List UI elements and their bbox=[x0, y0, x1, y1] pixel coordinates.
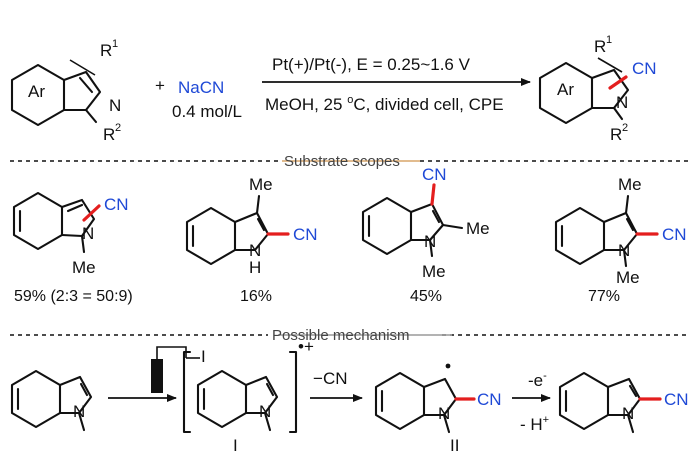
substrate-3-yield: 45% bbox=[410, 288, 442, 305]
final-product-structure: CN N bbox=[558, 371, 689, 434]
intermediate-2-cn: CN bbox=[477, 390, 502, 409]
final-product-cn: CN bbox=[664, 390, 689, 409]
possible-mechanism-title: Possible mechanism bbox=[272, 327, 410, 344]
reactant-r2-label: R bbox=[103, 125, 115, 144]
substrate-2-me: Me bbox=[249, 175, 273, 194]
substrate-2-cn: CN bbox=[293, 225, 318, 244]
substrate-3-me-top: Me bbox=[466, 219, 490, 238]
reagent-nacn: NaCN bbox=[178, 78, 224, 97]
proton-loss-label: - H+ bbox=[520, 414, 549, 434]
reaction-condition-solvent-start: MeOH, 25 oC, divided cell, CPE bbox=[265, 94, 504, 114]
mechanism-start-n: N bbox=[73, 402, 85, 421]
product-n-label: N bbox=[616, 93, 628, 112]
substrate-3-me: Me bbox=[422, 262, 446, 281]
substrate-3-cn: CN bbox=[422, 165, 447, 184]
substrate-1-structure: CN N Me bbox=[12, 191, 129, 277]
substrate-2-h: H bbox=[249, 258, 261, 277]
substrate-1-n: N bbox=[82, 224, 94, 243]
electron-loss-label: -e- bbox=[528, 370, 547, 390]
intermediate-1-n: N bbox=[259, 402, 271, 421]
substrate-2-yield: 16% bbox=[240, 288, 272, 305]
final-product-n: N bbox=[622, 404, 634, 423]
reactant-n-label: N bbox=[109, 96, 121, 115]
product-ar-label: Ar bbox=[557, 80, 574, 99]
reactant-indole: Ar R 1 N R 2 bbox=[10, 38, 121, 144]
cyanide-reagent-label: −CN bbox=[313, 369, 348, 388]
intermediate-1-label: I bbox=[233, 436, 238, 455]
substrate-1-yield: 59% (2:3 = 50:9) bbox=[14, 288, 133, 305]
bracket-left bbox=[182, 350, 192, 434]
reagent-concentration: 0.4 mol/L bbox=[172, 102, 242, 121]
substrate-1-me: Me bbox=[72, 258, 96, 277]
bracket-right bbox=[288, 350, 298, 434]
substrate-4-me-top: Me bbox=[618, 175, 642, 194]
substrate-4-me: Me bbox=[616, 268, 640, 287]
product-cn-label: CN bbox=[632, 59, 657, 78]
substrate-4-n: N bbox=[618, 241, 630, 260]
intermediate-2-structure: CN N II bbox=[374, 363, 502, 455]
reactant-r2-superscript: 2 bbox=[115, 122, 121, 134]
reactant-ar-label: Ar bbox=[28, 82, 45, 101]
radical-dot bbox=[445, 363, 451, 369]
substrate-4-cn: CN bbox=[662, 225, 687, 244]
product-r1-label: R bbox=[594, 37, 606, 56]
product-indole: Ar R 1 CN N R 2 bbox=[538, 34, 657, 144]
reactant-r1-superscript: 1 bbox=[112, 38, 118, 50]
product-r2-label: R bbox=[610, 125, 622, 144]
substrate-2-structure: Me CN N H bbox=[185, 175, 318, 277]
reaction-condition-electrodes: Pt(+)/Pt(-), E = 0.25~1.6 V bbox=[272, 55, 471, 74]
substrate-2-n: N bbox=[249, 241, 261, 260]
electrode-label: I bbox=[201, 347, 206, 366]
substrate-3-n: N bbox=[424, 232, 436, 251]
product-r2-superscript: 2 bbox=[622, 122, 628, 134]
radical-cation-charge: •+ bbox=[298, 337, 314, 356]
substrate-4-yield: 77% bbox=[588, 288, 620, 305]
substrate-3-structure: CN Me N Me bbox=[361, 165, 490, 281]
intermediate-2-label: II bbox=[450, 436, 459, 455]
substrate-1-cn: CN bbox=[104, 195, 129, 214]
substrate-4-structure: Me CN N Me bbox=[554, 175, 687, 287]
plus-sign: + bbox=[155, 76, 165, 95]
reactant-r1-label: R bbox=[100, 41, 112, 60]
electrode-icon: I bbox=[151, 346, 206, 393]
intermediate-2-n: N bbox=[438, 404, 450, 423]
substrate-scopes-title: Substrate scopes bbox=[284, 153, 400, 170]
product-r1-superscript: 1 bbox=[606, 34, 612, 46]
intermediate-1-structure: N bbox=[196, 369, 279, 432]
mechanism-start-indole: N bbox=[10, 369, 93, 432]
